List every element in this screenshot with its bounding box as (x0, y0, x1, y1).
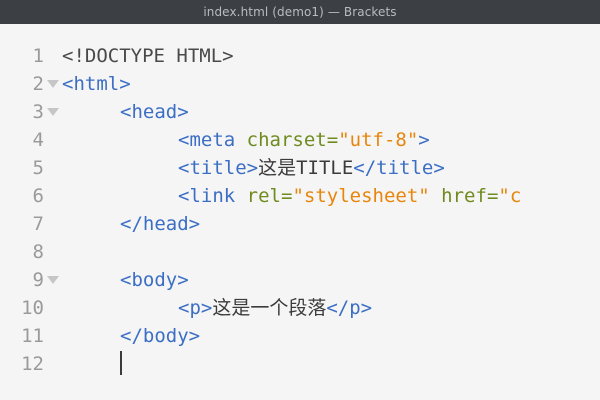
code-line[interactable]: 9 <body> (0, 266, 600, 294)
code-token-tag: <meta (178, 128, 236, 151)
code-lines-container: 1 <!DOCTYPE HTML> 2 <html> 3 <head> 4 <meta cha… (0, 24, 600, 400)
code-fold-toggle[interactable] (44, 276, 62, 284)
code-token-attr: charset (246, 128, 327, 151)
code-line[interactable]: 1 <!DOCTYPE HTML> (0, 42, 600, 70)
code-line-text[interactable]: <html> (62, 72, 131, 95)
code-token-attr: = (280, 184, 293, 207)
code-token-tag: </title> (353, 156, 445, 179)
code-line-text[interactable]: <!DOCTYPE HTML> (62, 44, 234, 67)
code-token-tag: > (418, 128, 430, 151)
line-number-gutter: 4 (0, 128, 44, 151)
code-line[interactable]: 8 (0, 238, 600, 266)
code-token-tag: <p> (178, 296, 213, 319)
chevron-down-icon[interactable] (47, 276, 59, 284)
line-number-gutter: 1 (0, 44, 44, 67)
line-number: 2 (32, 72, 44, 95)
line-number-gutter: 10 (0, 296, 44, 319)
line-number: 7 (32, 212, 44, 235)
code-token-attr: = (326, 128, 339, 151)
line-number-gutter: 8 (0, 240, 44, 263)
line-number-gutter: 5 (0, 156, 44, 179)
code-token-tag: </body> (120, 324, 201, 347)
code-token-text: 这是一个段落 (212, 296, 327, 319)
code-line-text[interactable]: <head> (62, 100, 189, 123)
code-token-tag: </head> (120, 212, 201, 235)
code-token-tag: <body> (120, 268, 189, 291)
line-number-gutter: 11 (0, 324, 44, 347)
code-line-text[interactable]: <p>这是一个段落</p> (62, 296, 373, 319)
code-line[interactable]: 12 (0, 350, 600, 378)
code-token-tag: <title> (178, 156, 259, 179)
line-number: 4 (32, 128, 44, 151)
window-title: index.html (demo1) — Brackets (203, 5, 397, 19)
code-line[interactable]: 3 <head> (0, 98, 600, 126)
line-number: 1 (32, 44, 44, 67)
line-number: 6 (32, 184, 44, 207)
code-token-tag: </p> (326, 296, 373, 319)
code-line-text[interactable] (62, 351, 122, 376)
code-line-text[interactable]: <link rel="stylesheet" href="c (62, 184, 522, 207)
code-token-attr: = (486, 184, 499, 207)
code-token-string: "utf-8" (338, 128, 419, 151)
code-token-string: "stylesheet" (292, 184, 430, 207)
code-token-text (235, 185, 246, 207)
line-number: 3 (32, 100, 44, 123)
line-number: 5 (32, 156, 44, 179)
text-cursor (120, 351, 122, 375)
code-token-tag: <head> (120, 100, 189, 123)
code-token-tag: <html> (62, 72, 131, 95)
code-token-doctype: <!DOCTYPE HTML> (62, 44, 234, 67)
code-fold-toggle[interactable] (44, 80, 62, 88)
code-line-text[interactable]: <title>这是TITLE</title> (62, 156, 445, 179)
line-number: 10 (21, 296, 44, 319)
line-number-gutter: 6 (0, 184, 44, 207)
code-line[interactable]: 4 <meta charset="utf-8"> (0, 126, 600, 154)
chevron-down-icon[interactable] (47, 80, 59, 88)
line-number-gutter: 9 (0, 268, 44, 291)
line-number: 8 (32, 240, 44, 263)
code-fold-toggle[interactable] (44, 108, 62, 116)
code-token-text (235, 129, 246, 151)
code-token-attr: rel (246, 184, 281, 207)
code-line[interactable]: 6<link rel="stylesheet" href="c (0, 182, 600, 210)
code-line-text[interactable]: <body> (62, 268, 189, 291)
code-line[interactable]: 10 <p>这是一个段落</p> (0, 294, 600, 322)
code-token-string: "c (498, 184, 522, 207)
code-editor-pane[interactable]: 1 <!DOCTYPE HTML> 2 <html> 3 <head> 4 <meta cha… (0, 24, 600, 400)
code-token-text: 这是TITLE (258, 156, 354, 179)
code-line[interactable]: 5 <title>这是TITLE</title> (0, 154, 600, 182)
code-line[interactable]: 2 <html> (0, 70, 600, 98)
code-line-text[interactable]: </head> (62, 212, 201, 235)
line-number-gutter: 2 (0, 72, 44, 95)
line-number-gutter: 12 (0, 352, 44, 375)
line-number: 9 (32, 268, 44, 291)
line-number-gutter: 7 (0, 212, 44, 235)
line-number: 12 (21, 352, 44, 375)
code-line[interactable]: 7 </head> (0, 210, 600, 238)
code-token-tag: <link (178, 184, 236, 207)
line-number: 11 (21, 324, 44, 347)
line-number-gutter: 3 (0, 100, 44, 123)
window-titlebar: index.html (demo1) — Brackets (0, 0, 600, 24)
code-token-text (430, 185, 441, 207)
code-line-text[interactable]: <meta charset="utf-8"> (62, 128, 430, 151)
code-token-attr: href (441, 184, 487, 207)
code-line-text[interactable]: </body> (62, 324, 201, 347)
code-line[interactable]: 11 </body> (0, 322, 600, 350)
chevron-down-icon[interactable] (47, 108, 59, 116)
